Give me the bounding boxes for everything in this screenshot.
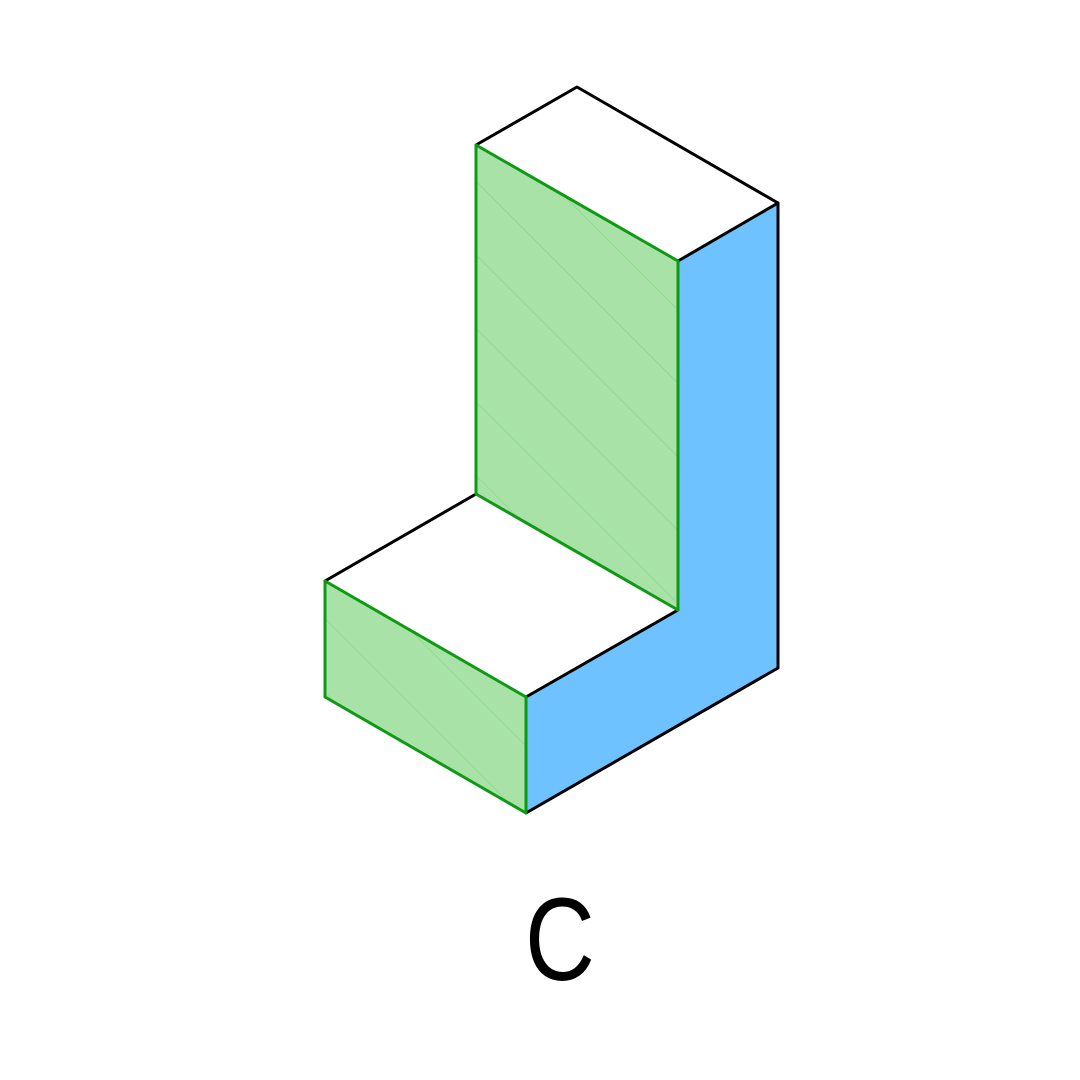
- top-face-lower: [325, 494, 678, 697]
- inner-step-edge: [524, 608, 680, 699]
- figure-label: C: [525, 874, 595, 1006]
- highlighted-front-face-upper-hatch: [476, 145, 678, 610]
- highlighted-front-face-lower-hatch: [325, 581, 526, 813]
- highlight-outline-lower: [323, 579, 528, 815]
- right-side-face: [526, 203, 778, 813]
- top-ridge-edge: [676, 201, 780, 263]
- lower-top-edge: [323, 492, 478, 583]
- top-face-upper: [476, 87, 778, 261]
- highlight-outline-upper: [474, 143, 680, 612]
